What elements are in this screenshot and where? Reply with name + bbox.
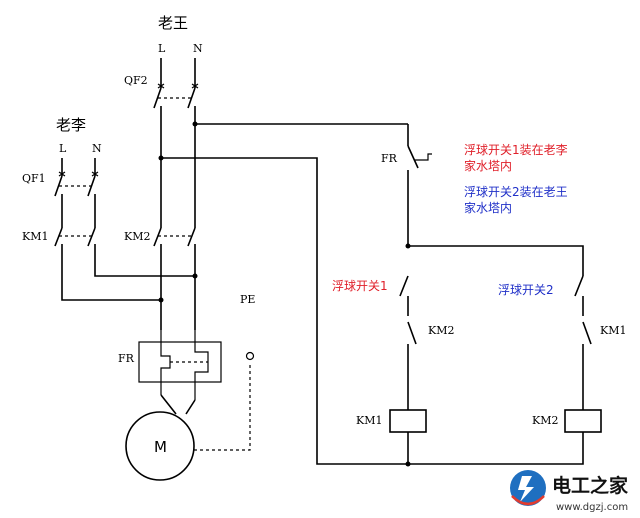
site-logo: 电工之家 www.dgzj.com	[510, 470, 629, 513]
note-2-line-2: 家水塔内	[464, 200, 512, 215]
qf2-label: QF2	[124, 74, 148, 87]
thermal-relay-box	[138, 330, 222, 400]
owner-li-label: 老李	[56, 116, 86, 134]
float-switch-2-label: 浮球开关2	[498, 283, 554, 297]
wang-n-label: N	[193, 42, 203, 55]
logo-name: 电工之家	[552, 474, 629, 497]
li-n-label: N	[92, 142, 102, 155]
km2-contact-label: KM2	[428, 324, 454, 337]
note-1-line-1: 浮球开关1装在老李	[464, 142, 568, 157]
note-2-line-1: 浮球开关2装在老王	[464, 185, 568, 199]
wang-supply-lines	[153, 58, 199, 330]
control-circuit	[389, 124, 602, 467]
fr-right-label: FR	[381, 152, 398, 165]
motor: M	[125, 351, 255, 481]
li-supply-lines	[54, 158, 195, 301]
float-switch-1-label: 浮球开关1	[332, 279, 388, 293]
control-taps	[158, 121, 408, 465]
logo-url: www.dgzj.com	[556, 502, 628, 513]
owner-wang-label: 老王	[158, 14, 188, 32]
km1-contact-label: KM1	[600, 324, 626, 337]
km2-left-label: KM2	[124, 230, 150, 243]
wang-l-label: L	[158, 42, 166, 55]
pe-label: PE	[240, 293, 255, 306]
qf1-label: QF1	[22, 172, 46, 185]
note-1-line-2: 家水塔内	[464, 158, 512, 173]
fr-left-label: FR	[118, 352, 135, 365]
km1-coil-label: KM1	[356, 414, 382, 427]
km1-left-label: KM1	[22, 230, 48, 243]
km2-coil-label: KM2	[532, 414, 558, 427]
li-l-label: L	[59, 142, 67, 155]
motor-label: M	[154, 438, 167, 456]
